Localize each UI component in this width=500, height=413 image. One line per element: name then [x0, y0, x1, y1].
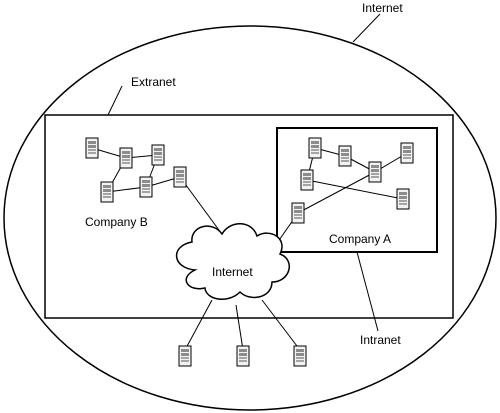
internet-cloud-label: Internet: [212, 265, 253, 279]
server-icon: [119, 147, 133, 169]
extranet-label: Extranet: [131, 75, 176, 89]
server-icon: [85, 137, 99, 159]
internet-boundary-ellipse: [3, 25, 497, 411]
server-icon: [400, 142, 414, 164]
server-icon: [151, 144, 165, 166]
internet-label-leader: [352, 13, 381, 43]
server-icon: [236, 345, 250, 367]
company-a-label: Company A: [329, 232, 391, 246]
server-icon: [173, 166, 187, 188]
server-icon: [396, 188, 410, 210]
server-icon: [300, 169, 314, 191]
internet-cloud: [175, 223, 290, 300]
server-icon: [293, 345, 307, 367]
server-icon: [139, 176, 153, 198]
extranet-label-leader: [107, 85, 123, 116]
intranet-label-leader: [356, 251, 379, 332]
internet-outer-label: Internet: [362, 1, 403, 15]
intranet-label: Intranet: [360, 333, 401, 347]
internet-cloud-links: [184, 299, 301, 351]
server-icon: [368, 161, 382, 183]
server-icon: [100, 181, 114, 203]
server-icon: [308, 137, 322, 159]
extranet-boundary: [44, 114, 454, 319]
server-icon: [291, 202, 305, 224]
company-b-label: Company B: [85, 215, 148, 229]
server-icon: [178, 345, 192, 367]
server-icon: [338, 145, 352, 167]
